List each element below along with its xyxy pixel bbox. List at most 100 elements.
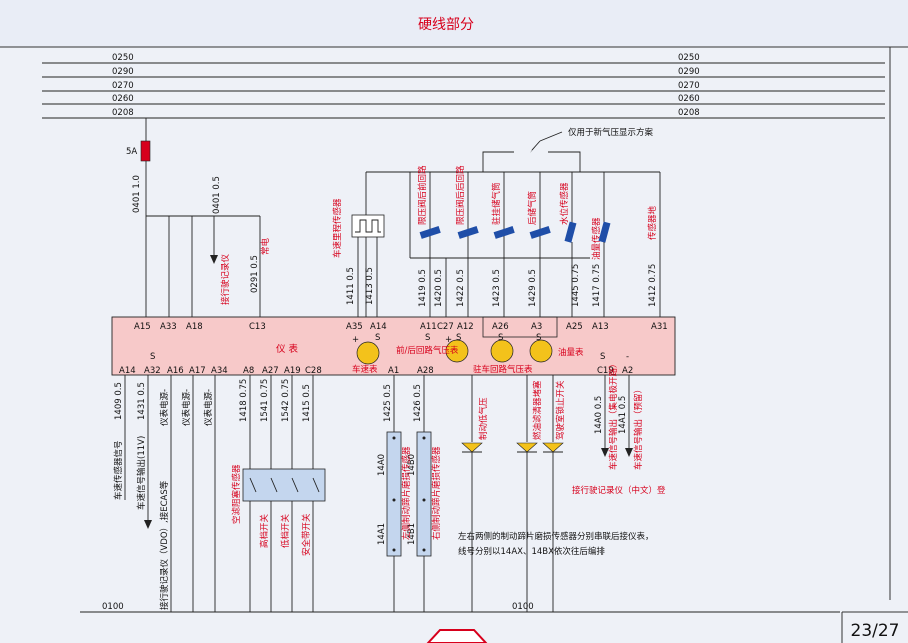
label-park-chamber: 驻挂储气筒	[491, 182, 502, 225]
pin-label: C13	[249, 322, 266, 332]
speed-sensor-icon	[351, 214, 385, 238]
pin-s-label: S	[498, 333, 503, 343]
pin-label: A2	[622, 366, 633, 376]
cluster-title: 仪 表	[276, 343, 299, 355]
label-water-sensor: 水位传感器	[559, 182, 570, 225]
label-to-vdo: 接行驶记录仪（VDO）,接ECAS等	[159, 480, 170, 610]
wire-label: 1420 0.5	[434, 269, 444, 307]
cluster-top-pins: A15 A33 A18 C13 A35 A14 A11 C27 A12 A26 …	[134, 322, 668, 332]
label-speed-out2: 车速信号输出（集电极开路）	[608, 359, 619, 470]
pin-label: A27	[262, 366, 279, 376]
pin-label: A13	[592, 322, 609, 332]
park-pressure-gauge-icon	[490, 339, 514, 363]
label-new-pressure: 仅用于新气压显示方案	[568, 127, 654, 138]
pin-label: A33	[160, 322, 177, 332]
pin-label: A31	[651, 322, 668, 332]
pin-label: A34	[211, 366, 228, 376]
pin-label: A18	[186, 322, 203, 332]
pin-s-label: S	[150, 352, 155, 362]
fuse-icon	[140, 140, 151, 162]
pin-label: A3	[531, 322, 542, 332]
wire-label: 1413 0.5	[365, 267, 375, 305]
pressure-gauge-icon	[445, 339, 469, 363]
wire-label: 1426 0.5	[413, 384, 423, 422]
bus-label: 0260	[678, 94, 700, 104]
pin-label: A32	[144, 366, 161, 376]
label-limiter-front: 限压阀后前回路	[417, 165, 428, 225]
wire-label: 1412 0.75	[648, 264, 658, 307]
label-air-filter: 空滤阻塞传感器	[231, 464, 242, 524]
wire-label: 14B0	[407, 454, 417, 476]
pressure-sensor-icon	[457, 226, 479, 239]
pin-label: A28	[417, 366, 434, 376]
label-speed-out: 车速信号输出(11V)	[136, 436, 147, 510]
pressure-sensor-icon	[419, 226, 441, 239]
label-high-gear: 高档开关	[259, 513, 270, 548]
label-low-gear: 低档开关	[280, 513, 291, 548]
wire-label: 1422 0.5	[456, 269, 466, 307]
bus-label: 0250	[678, 53, 700, 63]
gauge-park-label: 驻车回路气压表	[473, 364, 533, 375]
cab-lock-led-icon	[542, 442, 564, 453]
gauge-pressure-label: 前/后回路气压表	[396, 345, 459, 356]
wire-label: 14A1 0.5	[618, 396, 628, 434]
pin-label: A26	[492, 322, 509, 332]
wire-label: 1415 0.5	[302, 384, 312, 422]
wire-label: 0401 1.0	[132, 175, 142, 213]
pin-s-label: S	[425, 333, 430, 343]
pin-s-label: S	[536, 333, 541, 343]
fuse-label: 5A	[126, 147, 137, 157]
pin-label: A11	[420, 322, 437, 332]
wire-label: 1419 0.5	[418, 269, 428, 307]
svg-text:-: -	[626, 352, 629, 362]
pin-s-label: S	[600, 352, 605, 362]
gauge-fuel-label: 油量表	[558, 347, 584, 358]
footer-logo	[426, 629, 488, 643]
label-limiter-rear: 限压阀后后回路	[455, 165, 466, 225]
low-pressure-led-icon	[461, 442, 483, 453]
label-speed-out3: 车速信号输出（预留）	[633, 385, 644, 470]
label-always-power: 常电	[260, 237, 271, 255]
pin-label: A1	[388, 366, 399, 376]
label-speed-signal: 车速传感器信号	[113, 440, 124, 500]
label-speed-sensor: 车速里程传感器	[332, 198, 343, 258]
label-filter-block: 燃油滤清器堵塞	[532, 380, 543, 440]
label-cab-lock: 驾驶室锁止开关	[555, 380, 566, 440]
wire-label: 0401 0.5	[212, 176, 222, 214]
bus-label: 0290	[678, 67, 700, 77]
pin-label: C27	[437, 322, 454, 332]
ground-label: 0100	[102, 602, 124, 612]
svg-text:+: +	[352, 335, 359, 345]
pin-label: C28	[305, 366, 322, 376]
speed-gauge-icon	[356, 341, 380, 365]
filter-led-icon	[516, 442, 538, 453]
pin-label: A8	[243, 366, 254, 376]
wire-label: 14A0	[377, 454, 387, 476]
wire-label: 14B1	[407, 523, 417, 545]
label-to-recorder: 接行驶记录仪	[220, 253, 231, 305]
pin-label: A16	[167, 366, 184, 376]
label-pad-right: 右侧制动蹄片磨损传感器	[431, 446, 442, 540]
wire-label: 1542 0.75	[281, 379, 291, 422]
gauge-speed-label: 车速表	[352, 364, 378, 375]
bus-label: 0260	[112, 94, 134, 104]
lower-wiring	[124, 375, 633, 612]
svg-text:+: +	[445, 335, 452, 345]
pin-label: A14	[370, 322, 387, 332]
wire-label: 14A1	[377, 523, 387, 545]
label-pad-left: 左侧制动蹄片磨损传感器	[401, 446, 412, 540]
bus-label: 0270	[112, 81, 134, 91]
pressure-sensor-icon	[493, 226, 515, 239]
bus-label: 0250	[112, 53, 134, 63]
instrument-cluster	[111, 316, 676, 376]
pin-label: A19	[284, 366, 301, 376]
water-sensor-icon	[564, 221, 577, 243]
page-number: 23/27	[851, 621, 900, 641]
label-low-pressure: 制动低气压	[478, 397, 489, 440]
wire-label: 1425 0.5	[383, 384, 393, 422]
wire-label: 14A0 0.5	[594, 396, 604, 434]
ground-label: 0100	[512, 602, 534, 612]
label-seat-belt: 安全带开关	[301, 513, 312, 556]
pin-label: A35	[346, 322, 363, 332]
pin-s-label: S	[456, 333, 461, 343]
